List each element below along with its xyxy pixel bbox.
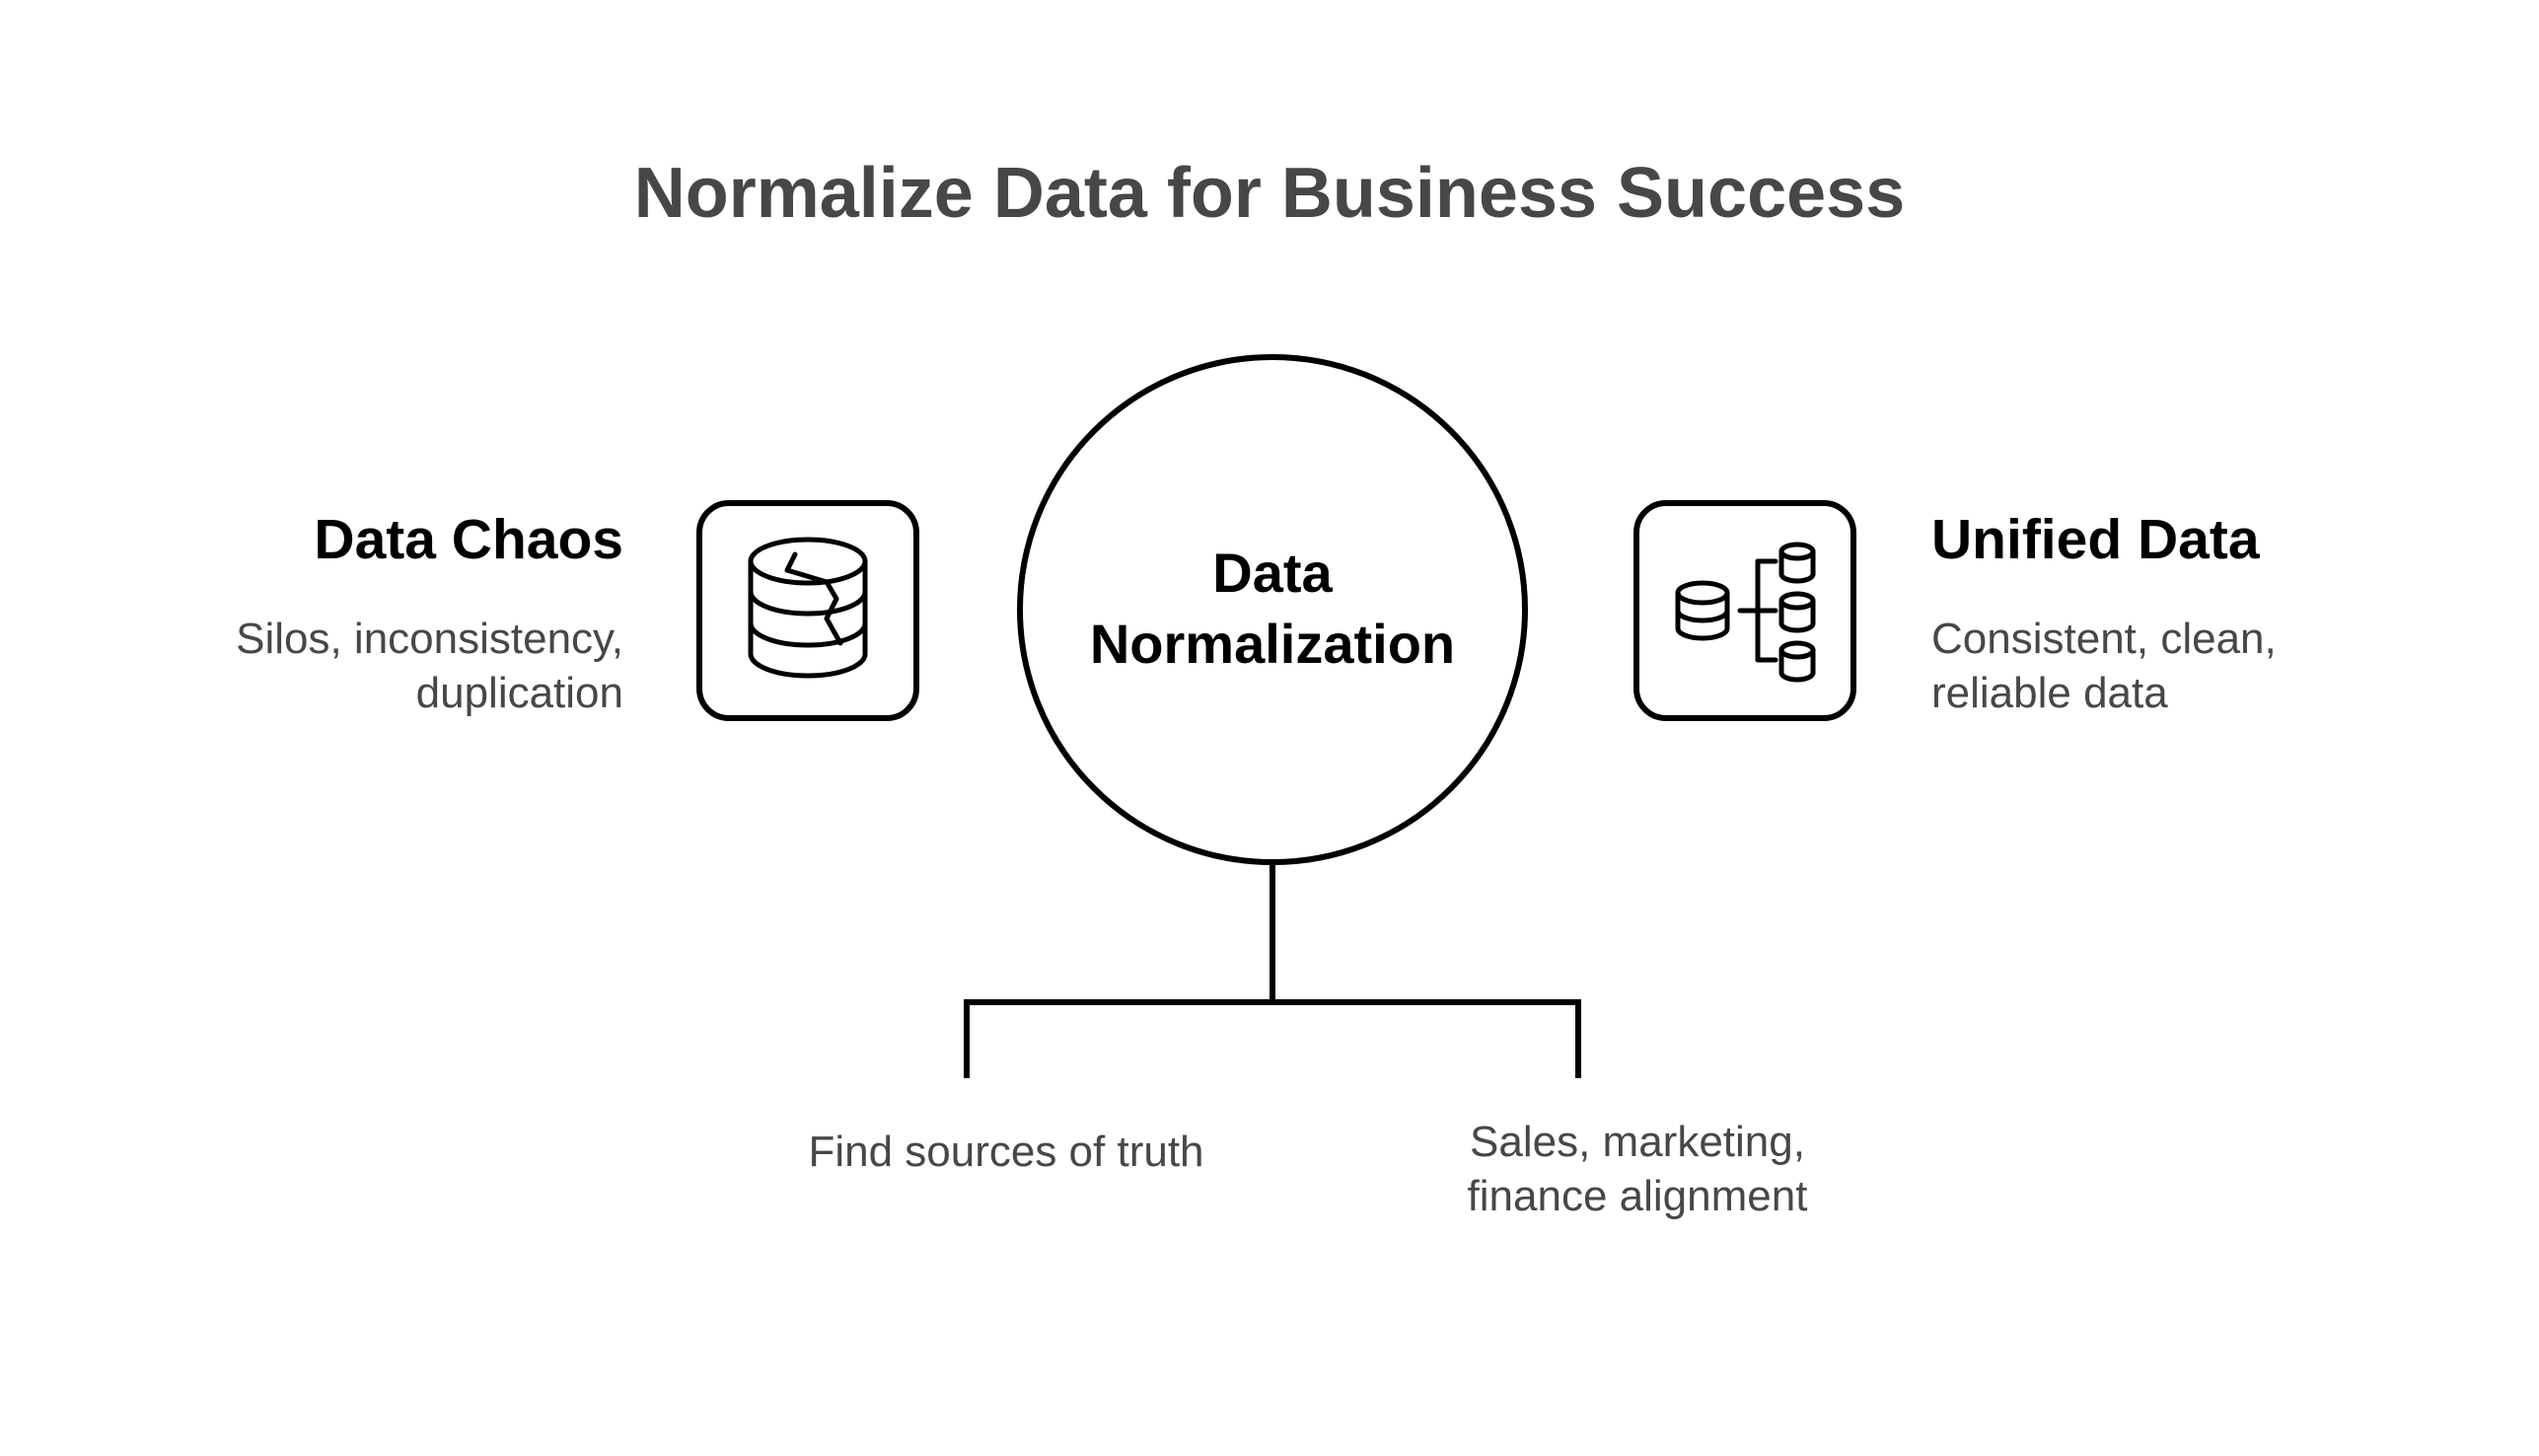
center-node-label: Data Normalization — [1089, 542, 1456, 675]
data-chaos-description: Silos, inconsistency, duplication — [236, 615, 623, 717]
branch-label-sources-of-truth: Find sources of truth — [808, 1128, 1204, 1176]
branch-label-department-alignment: Sales, marketing, finance alignment — [1467, 1118, 1808, 1220]
cracked-database-icon — [748, 537, 868, 679]
unified-data-icon-box — [1633, 500, 1856, 721]
database-network-icon — [1675, 542, 1816, 683]
data-chaos-title: Data Chaos — [314, 508, 623, 571]
unified-data-title: Unified Data — [1931, 508, 2260, 571]
data-chaos-icon-box — [696, 500, 919, 721]
page-title: Normalize Data for Business Success — [633, 154, 1906, 233]
branch-connector — [964, 862, 1581, 1078]
unified-data-description: Consistent, clean, reliable data — [1931, 615, 2277, 717]
